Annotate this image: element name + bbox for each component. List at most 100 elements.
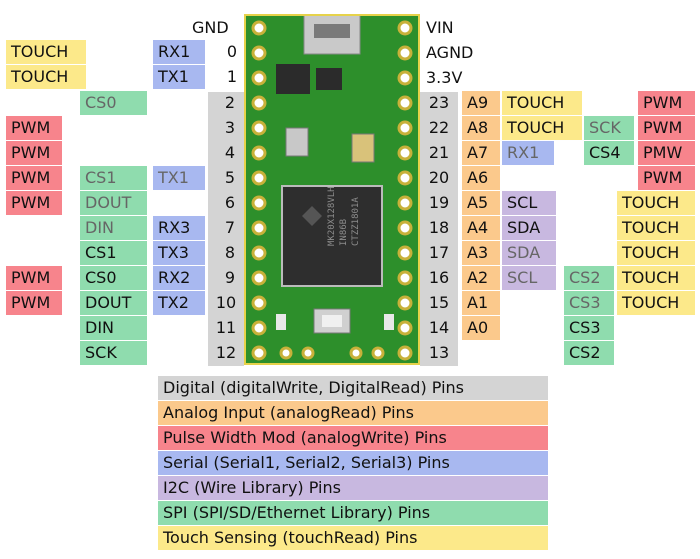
pwm-label: PWM (6, 191, 62, 215)
pin-number: 21 (428, 143, 450, 162)
spi-label: CS3 (564, 316, 614, 340)
chip-text-sub1: IN86B (339, 219, 349, 246)
touch-label: TOUCH (617, 241, 695, 265)
right-digital-bar (420, 92, 458, 366)
pin-number: 7 (224, 218, 236, 237)
i2c-label: SDA (502, 241, 556, 265)
pin-number: 23 (428, 93, 450, 112)
analog-label: A8 (462, 116, 500, 140)
serial-label: RX3 (153, 216, 205, 240)
serial-label: RX1 (502, 141, 554, 165)
pin-number: 3 (224, 118, 236, 137)
analog-label: A9 (462, 91, 500, 115)
analog-label: A1 (462, 291, 500, 315)
analog-label: A4 (462, 216, 500, 240)
serial-label: TX2 (153, 291, 205, 315)
pwm-label: PWM (6, 141, 62, 165)
pwm-label: PWM (6, 116, 62, 140)
vin-label: VIN (426, 18, 454, 37)
pin-number: 0 (226, 42, 238, 61)
pwm-label: PWM (638, 116, 695, 140)
analog-label: A0 (462, 316, 500, 340)
touch-label: TOUCH (502, 91, 582, 115)
pin-number: 16 (428, 268, 450, 287)
pin-number: 1 (226, 67, 238, 86)
serial-label: RX2 (153, 266, 205, 290)
serial-label: RX1 (153, 40, 205, 64)
pin-number: 17 (428, 243, 450, 262)
pin-number: 2 (224, 93, 236, 112)
teensy-board: MK20X128VLH IN86B CTZZ1801A (244, 13, 420, 365)
touch-label: TOUCH (6, 65, 86, 89)
spi-label: CS0 (80, 91, 147, 115)
pin-number: 14 (428, 318, 450, 337)
spi-label: SCK (80, 341, 147, 365)
pin-number: 6 (224, 193, 236, 212)
legend-digital: Digital (digitalWrite, DigitalRead) Pins (158, 376, 548, 400)
pin-number: 5 (224, 168, 236, 187)
chip-text-sub2: CTZZ1801A (351, 197, 361, 246)
v33-label: 3.3V (426, 68, 463, 87)
spi-label: CS0 (80, 266, 147, 290)
gnd-label: GND (192, 18, 229, 37)
analog-label: A6 (462, 166, 500, 190)
legend-touch: Touch Sensing (touchRead) Pins (158, 526, 548, 550)
pin-number: 10 (215, 293, 237, 312)
analog-label: A3 (462, 241, 500, 265)
pwm-label: PWM (638, 91, 695, 115)
spi-label: CS4 (584, 141, 634, 165)
pin-number: 19 (428, 193, 450, 212)
board-graphic: MK20X128VLH IN86B CTZZ1801A (251, 13, 413, 361)
legend-pwm: Pulse Width Mod (analogWrite) Pins (158, 426, 548, 450)
main-chip (281, 185, 383, 287)
touch-label: TOUCH (617, 266, 695, 290)
pin-number: 13 (428, 343, 450, 362)
analog-label: A7 (462, 141, 500, 165)
small-chip (276, 64, 310, 94)
analog-label: A5 (462, 191, 500, 215)
spi-label: CS1 (80, 241, 147, 265)
agnd-label: AGND (426, 43, 474, 62)
legend-i2c: I2C (Wire Library) Pins (158, 476, 548, 500)
pwm-label: PWM (6, 266, 62, 290)
touch-label: TOUCH (6, 40, 86, 64)
pin-number: 18 (428, 218, 450, 237)
serial-label: TX3 (153, 241, 205, 265)
i2c-label: SCL (502, 191, 556, 215)
spi-label: DIN (80, 216, 147, 240)
spi-label: SCK (584, 116, 634, 140)
touch-label: TOUCH (617, 216, 695, 240)
pin-number: 9 (224, 268, 236, 287)
spi-label: DIN (80, 316, 147, 340)
i2c-label: SDA (502, 216, 556, 240)
pin-number: 22 (428, 118, 450, 137)
pwm-label: PMW (638, 141, 695, 165)
i2c-label: SCL (502, 266, 556, 290)
pin-number: 15 (428, 293, 450, 312)
pin-number: 8 (224, 243, 236, 262)
pin-number: 4 (224, 143, 236, 162)
pwm-label: PWM (6, 166, 62, 190)
pin-number: 12 (215, 343, 237, 362)
chip-text-main: MK20X128VLH (327, 186, 337, 246)
touch-label: TOUCH (617, 191, 695, 215)
legend-spi: SPI (SPI/SD/Ethernet Library) Pins (158, 501, 548, 525)
pwm-label: PWM (6, 291, 62, 315)
spi-label: CS2 (564, 341, 614, 365)
spi-label: DOUT (80, 191, 147, 215)
spi-label: DOUT (80, 291, 147, 315)
spi-label: CS3 (564, 291, 614, 315)
left-digital-bar (208, 92, 244, 366)
pin-number: 20 (428, 168, 450, 187)
touch-label: TOUCH (617, 291, 695, 315)
serial-label: TX1 (153, 65, 205, 89)
serial-label: TX1 (153, 166, 205, 190)
spi-label: CS2 (564, 266, 614, 290)
pwm-label: PWM (638, 166, 695, 190)
touch-label: TOUCH (502, 116, 582, 140)
legend-serial: Serial (Serial1, Serial2, Serial3) Pins (158, 451, 548, 475)
spi-label: CS1 (80, 166, 147, 190)
pin-number: 11 (215, 318, 237, 337)
legend-analog: Analog Input (analogRead) Pins (158, 401, 548, 425)
analog-label: A2 (462, 266, 500, 290)
